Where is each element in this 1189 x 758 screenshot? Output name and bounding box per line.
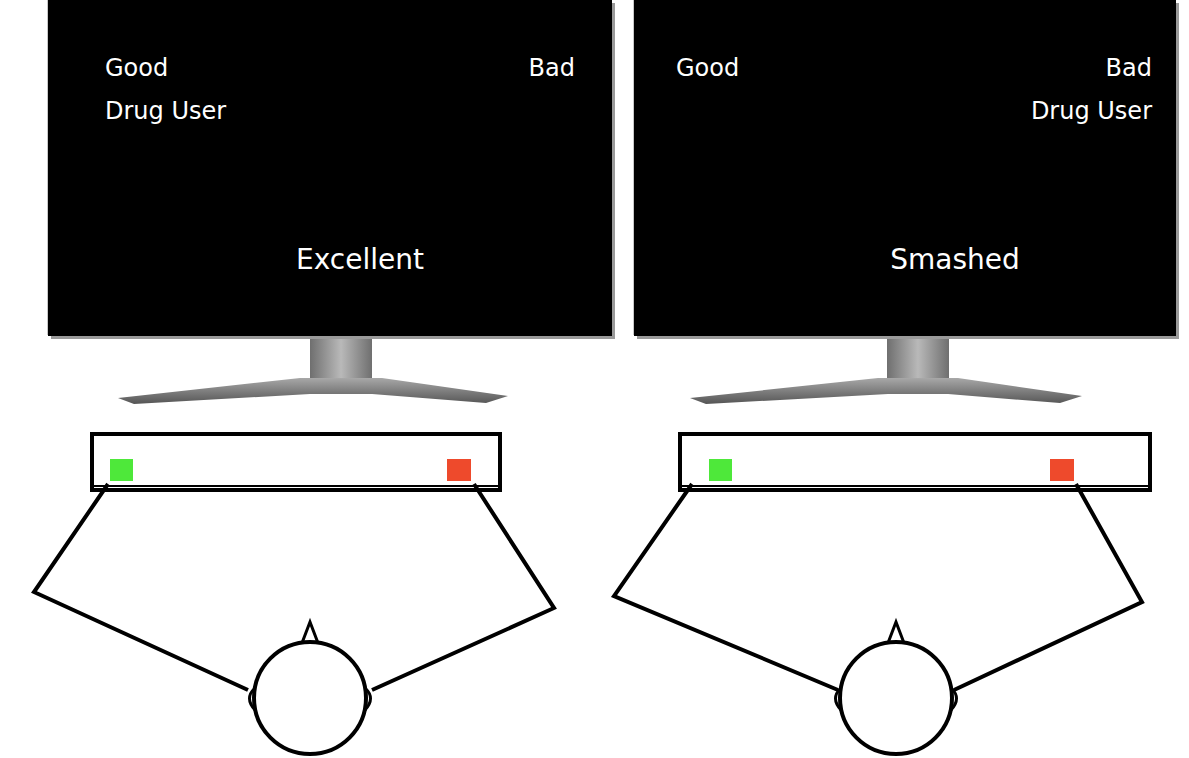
right-arm xyxy=(954,484,1142,690)
right-arm xyxy=(372,484,554,690)
monitor-base xyxy=(690,378,1082,404)
monitor-base xyxy=(118,378,508,404)
response-box xyxy=(92,434,500,490)
ear xyxy=(951,688,957,710)
red-key xyxy=(1050,459,1074,481)
green-key xyxy=(110,459,133,481)
response-setup xyxy=(34,434,554,754)
green-key xyxy=(709,459,732,481)
response-box xyxy=(680,434,1150,490)
stimulus-word: Excellent xyxy=(296,243,424,277)
monitor-neck xyxy=(887,336,949,382)
category-label: Bad xyxy=(1106,54,1152,83)
category-label: Drug User xyxy=(105,97,226,126)
monitor-screen: Good BadDrug UserExcellent xyxy=(48,0,612,336)
response-setup xyxy=(614,434,1150,754)
category-label: Bad xyxy=(529,54,575,83)
monitor-stand xyxy=(118,336,508,404)
category-label: Good xyxy=(105,54,168,83)
ear xyxy=(836,688,842,710)
head xyxy=(254,642,366,754)
response-box-edge xyxy=(94,485,498,487)
ear xyxy=(250,688,256,710)
category-label: Good xyxy=(676,54,739,83)
monitor-neck xyxy=(310,336,372,382)
left-arm xyxy=(614,484,838,690)
monitor-stand xyxy=(690,336,1082,404)
monitor-screen: Good BadDrug UserSmashed xyxy=(634,0,1176,336)
red-key xyxy=(447,459,471,481)
category-label: Drug User xyxy=(1031,97,1152,126)
ear xyxy=(365,688,371,710)
stimulus-word: Smashed xyxy=(890,243,1020,277)
nose xyxy=(888,622,904,643)
nose xyxy=(302,622,318,643)
left-arm xyxy=(34,484,248,690)
head xyxy=(840,642,952,754)
